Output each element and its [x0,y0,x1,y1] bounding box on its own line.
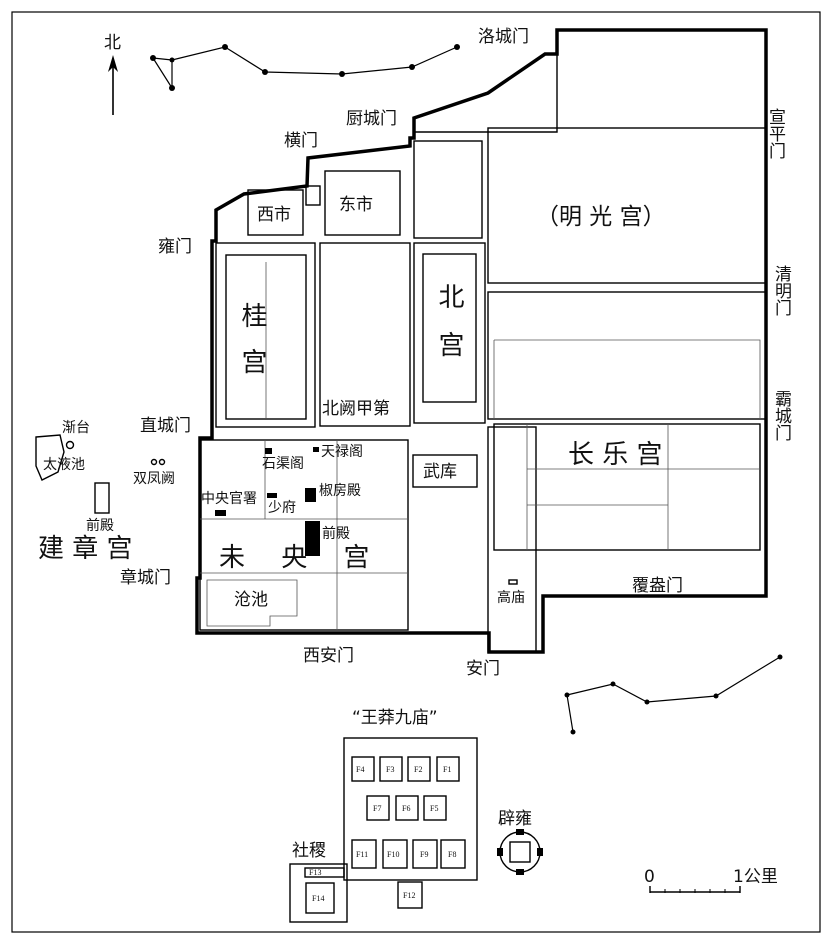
building-zhongyang [215,510,226,516]
building-shaofu [267,493,277,498]
gate-xuanping: 宣平门 [765,108,786,160]
block-changle [493,423,761,551]
temple-f12: F12 [403,891,415,900]
label-zhongyang: 中央官署 [201,491,257,507]
temple-f6: F6 [402,804,410,813]
label-qiandian: 前殿 [322,525,350,542]
label-bei: 北宫 [434,283,464,379]
label-shuangfeng: 双凤阙 [133,471,175,487]
block-beique [319,242,411,427]
temple-f8: F8 [448,850,456,859]
block-wuku [412,454,478,488]
label-xishi: 西市 [257,205,291,225]
temple-f5: F5 [430,804,438,813]
gate-xian: 西安门 [303,646,354,666]
label-sheji: 社稷 [292,841,326,861]
label-shaofu: 少府 [268,500,296,516]
label-shiqu: 石渠阁 [262,456,304,472]
scale-end: 1公里 [733,867,778,887]
scale-start: 0 [644,867,655,887]
label-wuku: 武库 [423,462,457,482]
block-gaomiao-col [487,426,537,653]
block-heng-gate [305,185,321,206]
gate-zhangcheng: 章城门 [120,568,171,588]
block-east-mid-inner [494,339,761,419]
map-frame [11,11,821,933]
label-tianlu: 天禄阁 [321,444,363,460]
block-xishi [247,189,304,236]
temple-f10: F10 [387,850,399,859]
biyong-icon [497,829,543,875]
gate-an: 安门 [466,659,500,679]
temple-f2: F2 [414,765,422,774]
gate-heng: 横门 [284,131,318,151]
label-mingguang: （明 光 宫） [536,204,666,230]
temple-f12-box [397,881,423,909]
label-weiyang: 未 央 宫 [219,543,384,573]
block-sheji [289,863,348,923]
temple-f1: F1 [443,765,451,774]
block-bei-inner [422,253,477,403]
label-jiantai: 渐台 [62,420,90,436]
gate-zhicheng: 直城门 [140,416,191,436]
block-luocheng-area [413,53,558,133]
block-weiyang [199,439,409,631]
building-tianlu [313,447,319,452]
south-asterism [564,654,783,735]
temple-f11: F11 [356,850,368,859]
label-wangmang: “王莽九庙” [352,708,438,728]
building-jiaofang [305,488,316,502]
temple-f14: F14 [312,894,324,903]
label-jiaofang: 椒房殿 [319,483,361,499]
block-mingguang [487,127,767,284]
gate-fuang: 覆盎门 [632,576,683,596]
temple-grid [351,756,466,869]
block-dongshi [324,170,401,236]
label-jianzhang-qiandian: 前殿 [86,517,114,534]
label-jianzhang: 建 章 宫 [38,534,133,564]
block-gui-inner [225,254,307,420]
building-qiandian [305,521,320,556]
temple-f9: F9 [420,850,428,859]
label-gaomiao: 高庙 [497,589,525,606]
label-biyong: 辟雍 [498,809,532,829]
block-east-mid [487,291,767,420]
label-taiye: 太液池 [43,457,85,473]
block-chucheng [413,140,483,239]
label-dongshi: 东市 [339,195,373,215]
building-shiqu [265,448,272,454]
block-taiye [35,434,65,481]
temple-f3: F3 [386,765,394,774]
temple-f4: F4 [356,765,364,774]
block-bei-outer [413,242,486,424]
gate-chucheng: 厨城门 [346,109,397,129]
block-jianzhang-qiandian [94,482,110,514]
label-beique: 北阙甲第 [322,399,390,419]
temple-f13: F13 [309,868,321,877]
gate-bacheng: 霸城门 [771,390,792,442]
temple-f7: F7 [373,804,381,813]
label-canggchi: 沧池 [234,590,268,610]
block-gui-outer [215,242,316,428]
scale-bar [649,886,741,893]
gate-luocheng: 洛城门 [478,27,529,47]
block-wangmang [343,737,478,881]
gate-qingming: 清明门 [771,265,792,317]
north-label: 北 [104,33,121,53]
gaomiao-marker [508,579,518,585]
label-changle: 长 乐 宫 [568,440,663,470]
north-arrow-icon [108,55,118,115]
north-asterism [150,44,460,91]
block-canggchi [206,579,298,627]
label-gui: 桂宫 [237,302,267,394]
gate-yong: 雍门 [158,237,192,257]
